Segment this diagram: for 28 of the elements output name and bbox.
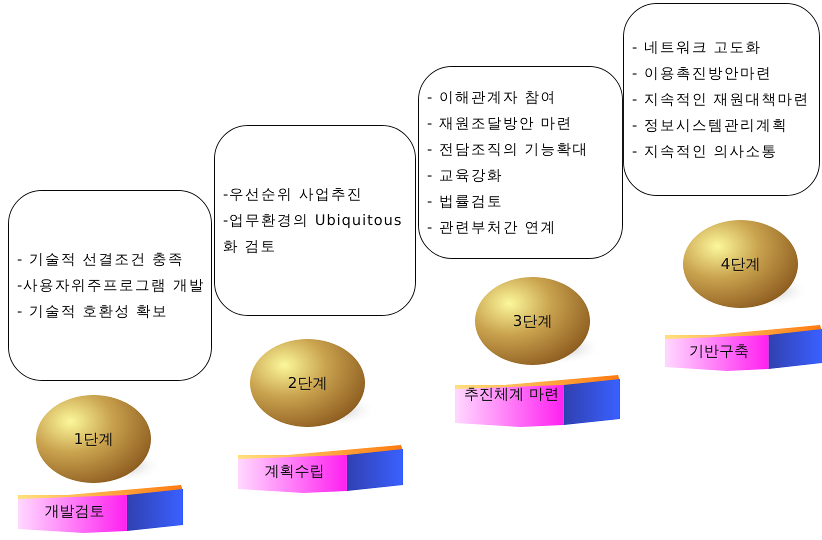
- list-item: - 법률검토: [427, 192, 504, 212]
- list-item: -우선순위 사업추진: [223, 186, 364, 204]
- list-item: - 네트워크 고도화: [632, 38, 762, 58]
- stage-label: 4단계: [720, 256, 762, 273]
- rounded-box: [418, 66, 623, 259]
- list-item: - 재원조달방안 마련: [427, 114, 574, 134]
- rounded-box: [214, 125, 416, 316]
- list-item: - 이해관계자 참여: [427, 88, 558, 108]
- stage-label: 2단계: [286, 375, 328, 392]
- list-item: -사용자위주프로그램 개발: [17, 276, 205, 296]
- list-item: - 기술적 호환성 확보: [17, 302, 170, 322]
- list-item: -업무환경의 Ubiquitous화 검토: [223, 212, 404, 256]
- stage-title: 계획수립: [263, 463, 326, 480]
- stage-title: 기반구축: [688, 343, 750, 360]
- stage-title: 추진체계 마련: [463, 386, 560, 403]
- list-item: - 교육강화: [427, 166, 504, 186]
- list-item: - 정보시스템관리계획: [632, 116, 789, 136]
- rounded-box: [8, 190, 212, 381]
- stage-label: 3단계: [512, 313, 554, 330]
- rounded-box: [623, 3, 820, 196]
- list-item: - 이용촉진방안마련: [632, 64, 773, 84]
- stage-label: 1단계: [72, 431, 114, 448]
- list-item: - 관련부처간 연계: [427, 218, 558, 238]
- stage-title: 개발검토: [43, 503, 106, 520]
- list-item: - 지속적인 재원대책마련: [632, 90, 810, 110]
- list-item: - 전담조직의 기능확대: [427, 140, 590, 160]
- list-item: - 기술적 선결조건 충족: [17, 250, 186, 270]
- list-item: - 지속적인 의사소통: [632, 142, 778, 162]
